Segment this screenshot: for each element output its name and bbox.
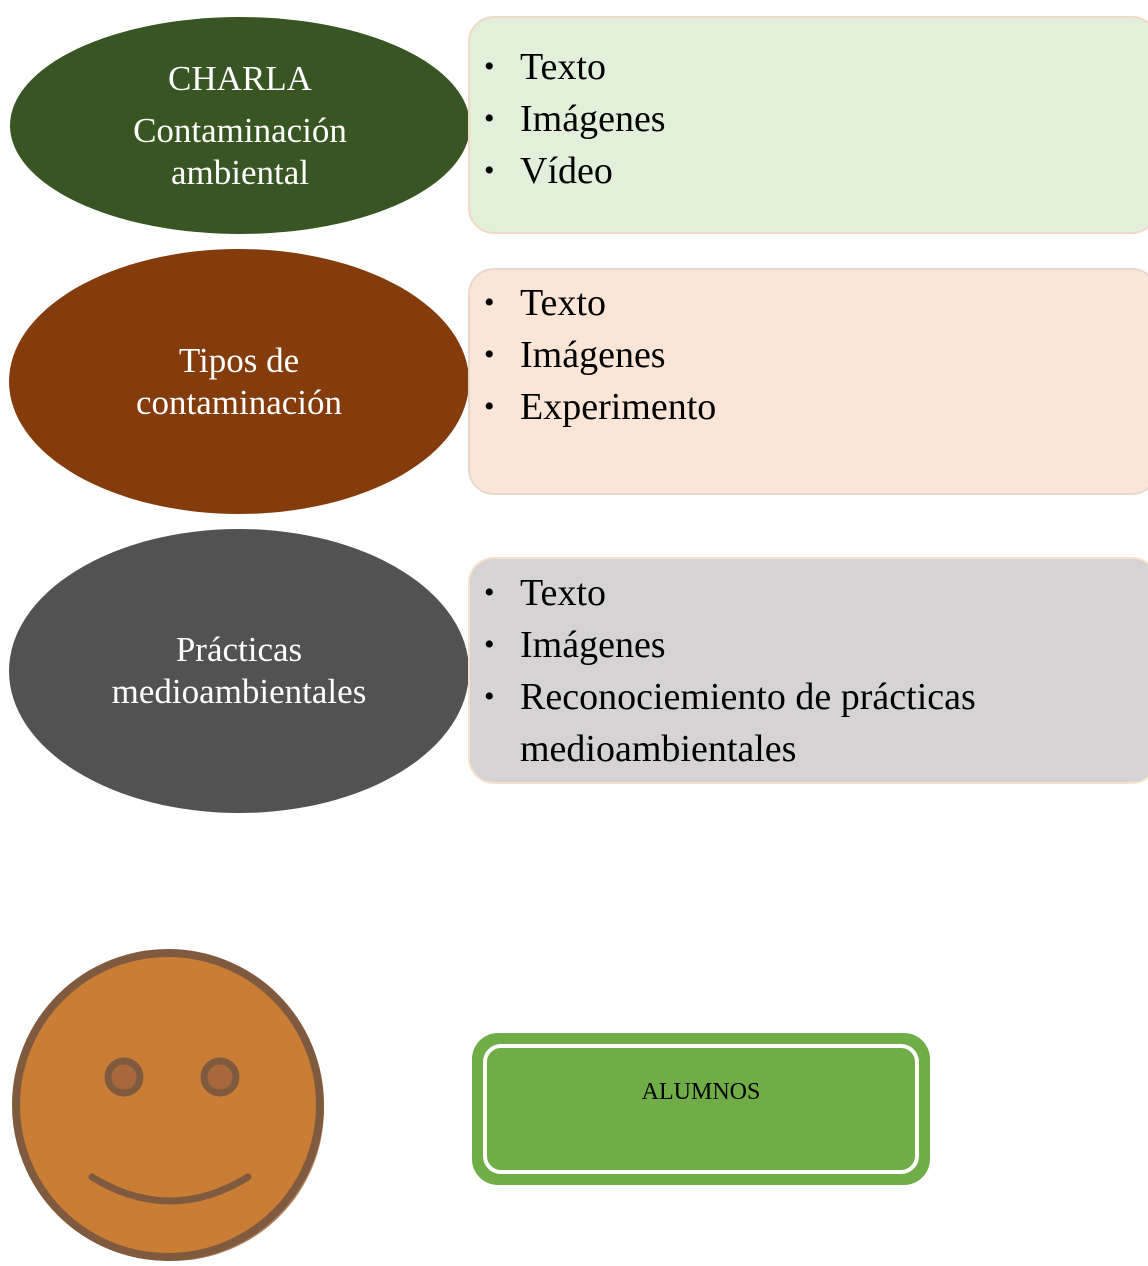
list-item-text: Imágenes bbox=[520, 624, 666, 666]
list-item: • Texto bbox=[484, 41, 1136, 93]
bullet-icon: • bbox=[484, 338, 495, 371]
content-list: • Texto • Imágenes • Vídeo bbox=[484, 41, 1136, 197]
content-list: • Texto • Imágenes • Experimento bbox=[484, 277, 1136, 433]
list-item-text: Reconociemiento de prácticas medioambien… bbox=[520, 676, 976, 770]
alumnos-box: ALUMNOS bbox=[472, 1033, 930, 1185]
topic-ellipse-practicas: Prácticas medioambientales bbox=[9, 529, 469, 813]
topic-title-line: Tipos de bbox=[178, 340, 300, 380]
list-item-text: Imágenes bbox=[520, 334, 666, 376]
bullet-icon: • bbox=[484, 286, 495, 319]
topic-ellipse-charla: CHARLA Contaminación ambiental bbox=[10, 17, 470, 234]
bullet-icon: • bbox=[484, 154, 495, 187]
bullet-icon: • bbox=[484, 102, 495, 135]
content-box-practicas: • Texto • Imágenes • Reconociemiento de prá… bbox=[468, 557, 1148, 784]
topic-title-line: Prácticas bbox=[175, 630, 303, 669]
list-item-text: Texto bbox=[520, 572, 606, 614]
list-item-text: Texto bbox=[520, 46, 606, 88]
bullet-icon: • bbox=[484, 390, 495, 423]
alumnos-label: ALUMNOS bbox=[641, 1079, 761, 1105]
topic-ellipse-tipos: Tipos de contaminación bbox=[9, 249, 469, 514]
bullet-icon: • bbox=[484, 680, 495, 713]
content-box-charla: • Texto • Imágenes • Vídeo bbox=[468, 16, 1148, 234]
list-item: • Vídeo bbox=[484, 145, 1136, 197]
bullet-icon: • bbox=[484, 50, 495, 83]
list-item-text: Imágenes bbox=[520, 98, 666, 140]
list-item: • Imágenes bbox=[484, 329, 1136, 381]
content-box-tipos: • Texto • Imágenes • Experimento bbox=[468, 268, 1148, 495]
smile-mouth-icon bbox=[88, 1173, 252, 1205]
list-item: • Imágenes bbox=[484, 619, 1136, 671]
topic-title-line: ambiental bbox=[170, 152, 309, 192]
list-item: • Texto bbox=[484, 277, 1136, 329]
topic-title-line: Contaminación bbox=[133, 110, 347, 150]
content-list: • Texto • Imágenes • Reconociemiento de prá… bbox=[484, 567, 1136, 775]
list-item: • Texto bbox=[484, 567, 1136, 619]
bullet-icon: • bbox=[484, 628, 495, 661]
list-item-text: Experimento bbox=[520, 386, 717, 428]
smiley-face bbox=[12, 949, 324, 1261]
smiley-face-icon bbox=[12, 949, 324, 1261]
bullet-icon: • bbox=[484, 576, 495, 609]
alumnos-inner-border bbox=[483, 1044, 919, 1174]
left-eye-icon bbox=[104, 1057, 144, 1097]
list-item: • Experimento bbox=[484, 381, 1136, 433]
list-item-text: Vídeo bbox=[520, 150, 613, 192]
topic-title-line: contaminación bbox=[135, 382, 343, 422]
list-item: • Imágenes bbox=[484, 93, 1136, 145]
list-item: • Reconociemiento de prácticas medioambie… bbox=[484, 671, 1136, 775]
list-item-text: Texto bbox=[520, 282, 606, 324]
topic-title-line: medioambientales bbox=[111, 672, 367, 711]
right-eye-icon bbox=[200, 1057, 240, 1097]
topic-title-line: CHARLA bbox=[168, 58, 312, 98]
